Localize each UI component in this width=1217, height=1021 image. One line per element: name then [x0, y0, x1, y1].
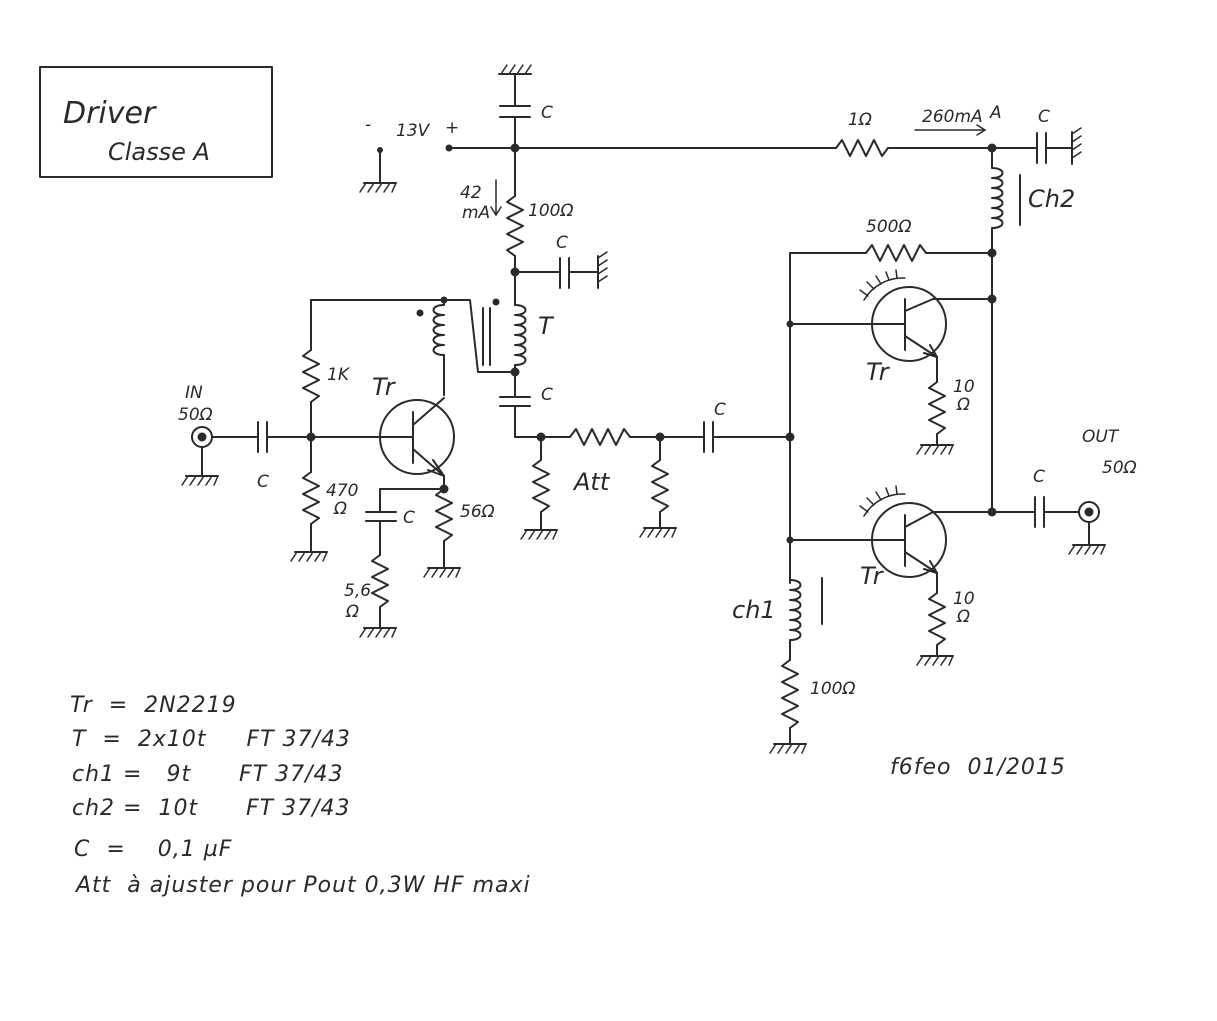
r-10-upper-label: 10: [953, 377, 975, 397]
cap-label-out: C: [1033, 467, 1045, 487]
ch2-label: Ch2: [1028, 185, 1075, 213]
cap-label-coupling: C: [541, 385, 553, 405]
supply-minus: -: [365, 115, 371, 135]
title-box: Driver Classe A: [39, 66, 273, 178]
note-ch2: ch2 = 10t FT 37/43: [72, 796, 351, 821]
r-1-label: 1Ω: [848, 110, 872, 130]
tr2-label: Tr: [866, 358, 891, 386]
cap-label-a: C: [1038, 107, 1050, 127]
cap-label-decoup: C: [556, 233, 568, 253]
attenuator: C Att C: [499, 367, 795, 540]
r-5-6-label: 5,6: [344, 581, 371, 601]
output-stage: 500Ω Ch2 Tr 10 Ω: [732, 147, 1137, 754]
signature: f6feo 01/2015: [890, 755, 1066, 780]
tr1-label: Tr: [372, 373, 397, 401]
r-10-lower-unit: Ω: [956, 607, 970, 627]
r-500-label: 500Ω: [866, 217, 911, 237]
out-label: OUT: [1082, 427, 1120, 447]
r-470-label: 470: [326, 481, 358, 501]
cap-label-top: C: [541, 103, 553, 123]
note-c: C = 0,1 µF: [74, 837, 232, 862]
supply-voltage: 13V: [396, 121, 431, 141]
note-t: T = 2x10t FT 37/43: [72, 727, 351, 752]
in-label: IN: [185, 383, 203, 403]
att-label: Att: [572, 468, 611, 496]
out-impedance-label: 50Ω: [1102, 458, 1137, 478]
note-att: Att à ajuster pour Pout 0,3W HF maxi: [74, 873, 531, 898]
cap-label-emitter: C: [403, 508, 415, 528]
supply-rail: C 1Ω 260mA A C: [448, 64, 1082, 165]
first-stage-supply: 42 mA 100Ω C T: [460, 147, 608, 373]
cap-label-driver: C: [714, 400, 726, 420]
supply-input: - 13V +: [359, 115, 459, 193]
input-stage: IN 50Ω C 1K 470 Ω: [178, 296, 516, 638]
transformer-label: T: [538, 312, 555, 340]
note-ch1: ch1 = 9t FT 37/43: [72, 762, 344, 787]
note-tr: Tr = 2N2219: [70, 693, 237, 718]
component-notes: Tr = 2N2219 T = 2x10t FT 37/43 ch1 = 9t …: [70, 693, 531, 898]
current-42-unit: mA: [462, 203, 490, 223]
r-10-lower-label: 10: [953, 589, 975, 609]
current-42-value: 42: [460, 183, 482, 203]
title-line1: Driver: [63, 96, 157, 131]
r-470-unit: Ω: [333, 499, 347, 519]
r-100-top-label: 100Ω: [528, 201, 573, 221]
cap-label-in: C: [257, 472, 269, 492]
current-260-label: 260mA: [922, 107, 983, 127]
in-impedance-label: 50Ω: [178, 405, 213, 425]
node-a-label: A: [989, 103, 1002, 123]
supply-plus: +: [445, 118, 459, 138]
r-1k-label: 1K: [327, 365, 351, 385]
r-56-label: 56Ω: [460, 502, 495, 522]
r-100-bottom-label: 100Ω: [810, 679, 855, 699]
title-line2: Classe A: [108, 138, 210, 166]
r-5-6-unit: Ω: [345, 602, 359, 622]
r-10-upper-unit: Ω: [956, 395, 970, 415]
ch1-label: ch1: [732, 596, 776, 624]
tr3-label: Tr: [860, 562, 885, 590]
